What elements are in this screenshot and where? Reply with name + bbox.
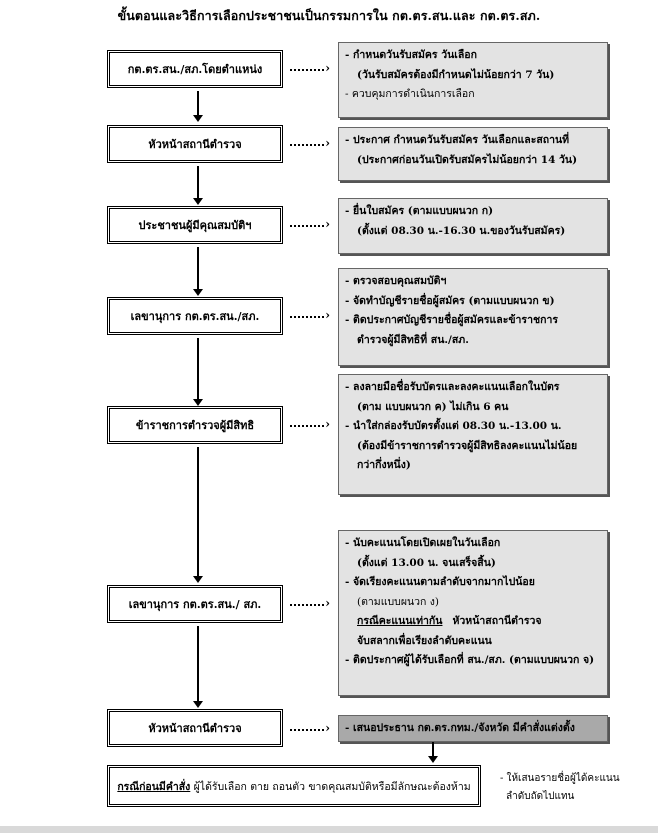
step-note-station-chief: - ประกาศ กำหนดวันรับสมัคร วันเลือกและสถา… <box>338 127 608 181</box>
step-box-qualified-citizens: ประชาชนผู้มีคุณสมบัติฯ <box>107 206 283 244</box>
dotted-connector <box>290 136 330 150</box>
step-note-committee: - กำหนดวันรับสมัคร วันเลือก (วันรับสมัคร… <box>338 42 608 118</box>
dotted-connector <box>290 308 330 322</box>
step-note-secretary-count: - นับคะแนนโดยเปิดเผยในวันเลือก (ตั้งแต่ … <box>338 530 608 696</box>
final-case-box: กรณีก่อนมีคำสั่ง ผู้ได้รับเลือก ตาย ถอนต… <box>107 765 481 807</box>
dotted-connector <box>290 217 330 231</box>
down-arrow <box>193 447 203 583</box>
dotted-connector <box>290 721 330 735</box>
step-note-qualified-citizens: - ยื่นใบสมัคร (ตามแบบผนวก ก) (ตั้งแต่ 08… <box>338 198 608 254</box>
down-arrow <box>193 91 203 122</box>
step-note-secretary: - ตรวจสอบคุณสมบัติฯ - จัดทำบัญชีรายชื่อผ… <box>338 268 608 366</box>
final-side-note: - ให้เสนอรายชื่อผู้ได้คะแนน ลำดับถัดไปแท… <box>500 773 620 802</box>
down-arrow <box>193 626 203 708</box>
step-box-secretary-count: เลขานุการ กต.ตร.สน./ สภ. <box>107 585 283 623</box>
step-box-committee: กต.ตร.สน./สภ.โดยตำแหน่ง <box>107 50 283 88</box>
down-arrow <box>193 166 203 205</box>
bottom-rule <box>0 826 658 833</box>
step-box-station-chief: หัวหน้าสถานีตำรวจ <box>107 125 283 163</box>
dotted-connector <box>290 596 330 610</box>
dotted-connector <box>290 417 330 431</box>
down-arrow <box>193 338 203 406</box>
down-arrow <box>428 742 438 763</box>
step-note-eligible-officers: - ลงลายมือชื่อรับบัตรและลงคะแนนเลือกในบั… <box>338 374 608 495</box>
step-note-appointment: - เสนอประธาน กต.ตร.กทม./จังหวัด มีคำสั่ง… <box>338 715 608 742</box>
dotted-connector <box>290 61 330 75</box>
step-box-station-chief-final: หัวหน้าสถานีตำรวจ <box>107 709 283 747</box>
page-title: ขั้นตอนและวิธีการเลือกประชาชนเป็นกรรมการ… <box>117 8 541 23</box>
step-box-secretary: เลขานุการ กต.ตร.สน./สภ. <box>107 297 283 335</box>
step-box-eligible-officers: ข้าราชการตำรวจผู้มีสิทธิ <box>107 406 283 444</box>
down-arrow <box>193 247 203 296</box>
